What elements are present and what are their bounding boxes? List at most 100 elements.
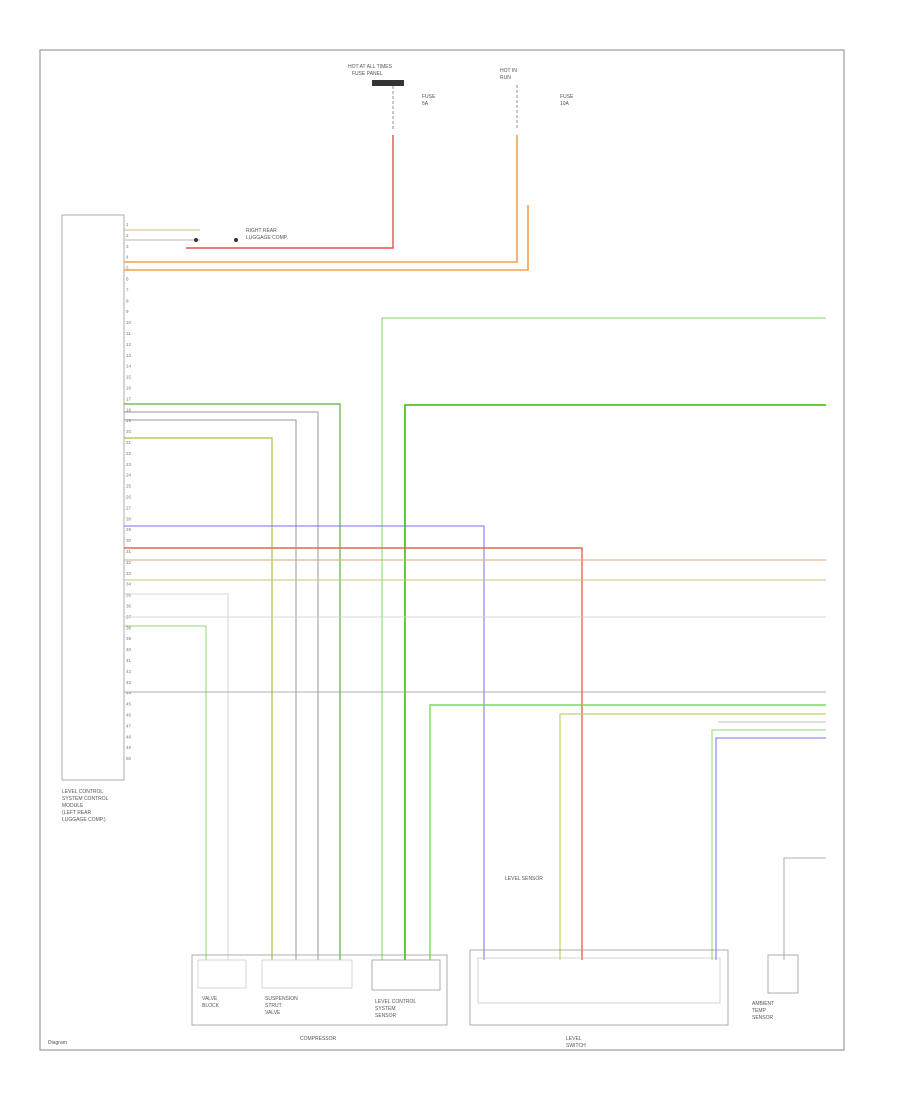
wire-blue-lower bbox=[715, 737, 826, 960]
svg-text:FUSE: FUSE bbox=[560, 94, 574, 100]
svg-text:LEVEL CONTROL: LEVEL CONTROL bbox=[62, 789, 103, 795]
pin-number: 20 bbox=[126, 429, 132, 434]
svg-text:HOT IN: HOT IN bbox=[500, 68, 517, 74]
pin-number: 24 bbox=[126, 473, 132, 478]
caption-level-sensor: LEVEL SENSOR bbox=[505, 876, 543, 882]
valve-block-1: VALVE BLOCK bbox=[191, 954, 448, 1026]
pin-number: 11 bbox=[126, 331, 131, 336]
svg-text:LEVEL: LEVEL bbox=[566, 1036, 582, 1042]
pin-number: 7 bbox=[126, 287, 129, 292]
pin-number: 34 bbox=[126, 582, 132, 587]
wire-grey-pin30 bbox=[124, 419, 297, 960]
wire-orange-feed-1 bbox=[124, 135, 518, 263]
pin-number: 17 bbox=[126, 396, 132, 401]
svg-text:10A: 10A bbox=[560, 101, 570, 107]
pin-number: 21 bbox=[126, 440, 132, 445]
svg-text:LEVEL CONTROL: LEVEL CONTROL bbox=[375, 999, 416, 1005]
fuse-hot-in-run: HOT IN RUN FUSE 10A bbox=[500, 68, 574, 130]
pin-number: 42 bbox=[126, 669, 132, 674]
pin-number: 49 bbox=[126, 745, 132, 750]
pin-number: 43 bbox=[126, 680, 132, 685]
pin-number: 47 bbox=[126, 723, 132, 728]
svg-text:(LEFT REAR: (LEFT REAR bbox=[62, 810, 91, 816]
svg-text:LUGGAGE COMP.: LUGGAGE COMP. bbox=[246, 235, 288, 241]
svg-text:VALVE: VALVE bbox=[202, 996, 218, 1002]
ground-right-rear: RIGHT REAR LUGGAGE COMP. bbox=[194, 228, 288, 242]
pin-number: 40 bbox=[126, 647, 132, 652]
pin-number: 31 bbox=[126, 549, 132, 554]
pin-number: 39 bbox=[126, 636, 132, 641]
wire-green-lower-4 bbox=[711, 729, 826, 960]
pin-number: 22 bbox=[126, 451, 132, 456]
svg-text:SUSPENSION: SUSPENSION bbox=[265, 996, 298, 1002]
pin-number: 15 bbox=[126, 375, 132, 380]
svg-text:RIGHT REAR: RIGHT REAR bbox=[246, 228, 277, 234]
pin-number: 14 bbox=[126, 364, 132, 369]
pin-number: 32 bbox=[126, 560, 132, 565]
svg-text:AMBIENT: AMBIENT bbox=[752, 1001, 774, 1007]
wire-grey-ambient bbox=[783, 857, 826, 960]
wire-grey-left-2 bbox=[124, 593, 229, 960]
pin-number: 50 bbox=[126, 756, 132, 761]
pin-number: 28 bbox=[126, 516, 132, 521]
pin-number: 33 bbox=[126, 571, 132, 576]
wire-olive-pin31 bbox=[124, 437, 273, 960]
svg-text:BLOCK: BLOCK bbox=[202, 1003, 220, 1009]
pin-number: 25 bbox=[126, 484, 132, 489]
pin-number: 27 bbox=[126, 505, 132, 510]
pin-number: 19 bbox=[126, 418, 132, 423]
wire-blue bbox=[124, 525, 485, 960]
svg-text:VALVE: VALVE bbox=[265, 1010, 281, 1016]
pin-number: 6 bbox=[126, 277, 129, 282]
pin-number: 41 bbox=[126, 658, 132, 663]
pin-number: 30 bbox=[126, 538, 132, 543]
svg-text:HOT AT ALL TIMES: HOT AT ALL TIMES bbox=[348, 64, 393, 70]
diagram-frame bbox=[39, 49, 845, 1051]
pin-number: 29 bbox=[126, 527, 132, 532]
wire-green-lower-1 bbox=[429, 704, 826, 960]
wire-green-lower-2 bbox=[559, 713, 826, 960]
pin-number: 16 bbox=[126, 386, 132, 391]
svg-text:SYSTEM CONTROL: SYSTEM CONTROL bbox=[62, 796, 109, 802]
pin-number: 2 bbox=[126, 233, 129, 238]
figure-id: Diagram bbox=[48, 1040, 67, 1046]
pin-number: 12 bbox=[126, 342, 132, 347]
wire-green-pin28 bbox=[124, 403, 341, 960]
valve-block-2: SUSPENSION STRUT VALVE bbox=[261, 959, 353, 1016]
svg-text:FUSE PANEL: FUSE PANEL bbox=[352, 71, 383, 77]
wire-grey-pin29 bbox=[124, 411, 319, 960]
ambient-sensor: AMBIENT TEMP SENSOR bbox=[752, 954, 799, 1021]
control-module-pins: 1234567891011121314151617181920212223242… bbox=[126, 222, 132, 761]
svg-text:SYSTEM: SYSTEM bbox=[375, 1006, 396, 1012]
svg-text:TEMP: TEMP bbox=[752, 1008, 767, 1014]
pin-number: 46 bbox=[126, 713, 132, 718]
svg-text:MODULE: MODULE bbox=[62, 803, 84, 809]
pin-number: 48 bbox=[126, 734, 132, 739]
pin-number: 45 bbox=[126, 702, 132, 707]
pin-number: 8 bbox=[126, 298, 129, 303]
pin-number: 5 bbox=[126, 266, 129, 271]
svg-text:FUSE: FUSE bbox=[422, 94, 436, 100]
caption-compressor: COMPRESSOR bbox=[300, 1036, 337, 1042]
pin-number: 3 bbox=[126, 244, 129, 249]
pin-number: 26 bbox=[126, 495, 132, 500]
pin-number: 38 bbox=[126, 625, 132, 630]
pin-number: 13 bbox=[126, 353, 132, 358]
svg-text:SENSOR: SENSOR bbox=[752, 1015, 774, 1021]
level-sensor: LEVEL CONTROL SYSTEM SENSOR bbox=[371, 959, 441, 1019]
pin-number: 9 bbox=[126, 309, 129, 314]
pin-number: 10 bbox=[126, 320, 132, 325]
svg-text:SENSOR: SENSOR bbox=[375, 1013, 397, 1019]
pin-number: 4 bbox=[126, 255, 129, 260]
pin-number: 23 bbox=[126, 462, 132, 467]
pin-number: 36 bbox=[126, 604, 132, 609]
pin-number: 18 bbox=[126, 407, 132, 412]
wire-red-stripe bbox=[124, 547, 583, 960]
level-switch: LEVEL SWITCH bbox=[469, 949, 729, 1049]
svg-text:RUN: RUN bbox=[500, 75, 511, 81]
wire-green-top bbox=[381, 317, 826, 960]
control-module bbox=[61, 214, 125, 781]
svg-text:5A: 5A bbox=[422, 101, 429, 107]
pin-number: 1 bbox=[126, 222, 129, 227]
